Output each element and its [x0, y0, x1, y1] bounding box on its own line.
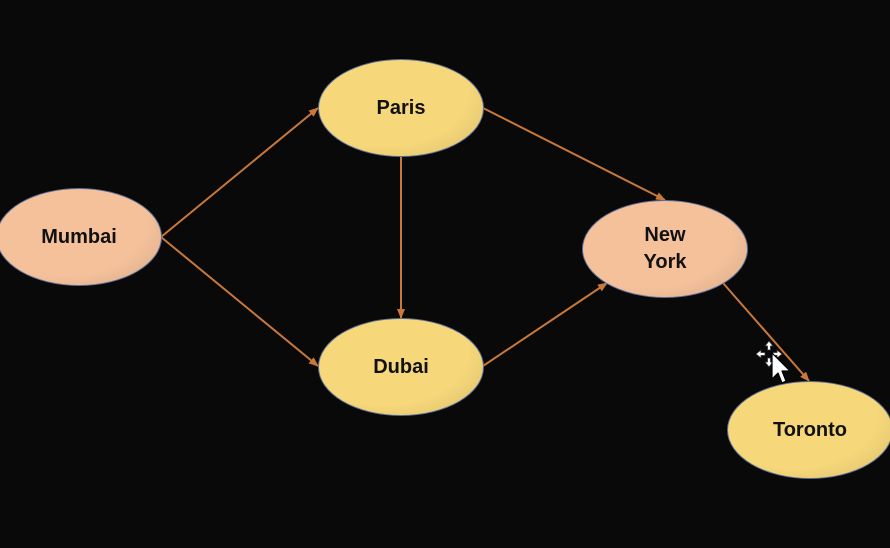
node-label-dubai: Dubai [373, 355, 429, 378]
edge-mumbai-paris[interactable] [160, 107, 319, 238]
node-paris[interactable]: Paris [318, 59, 484, 157]
edge-mumbai-dubai[interactable] [160, 236, 319, 367]
node-label-mumbai: Mumbai [41, 225, 117, 248]
edge-paris-newyork[interactable] [482, 107, 666, 201]
edge-newyork-toronto[interactable] [722, 282, 810, 382]
node-mumbai[interactable]: Mumbai [0, 188, 162, 286]
node-toronto[interactable]: Toronto [727, 381, 890, 479]
node-label-new-york: New York [643, 224, 687, 273]
node-dubai[interactable]: Dubai [318, 318, 484, 416]
node-label-paris: Paris [376, 96, 426, 119]
node-new-york[interactable]: New York [582, 200, 748, 298]
node-label-toronto: Toronto [772, 418, 848, 441]
edge-dubai-newyork[interactable] [482, 282, 608, 367]
